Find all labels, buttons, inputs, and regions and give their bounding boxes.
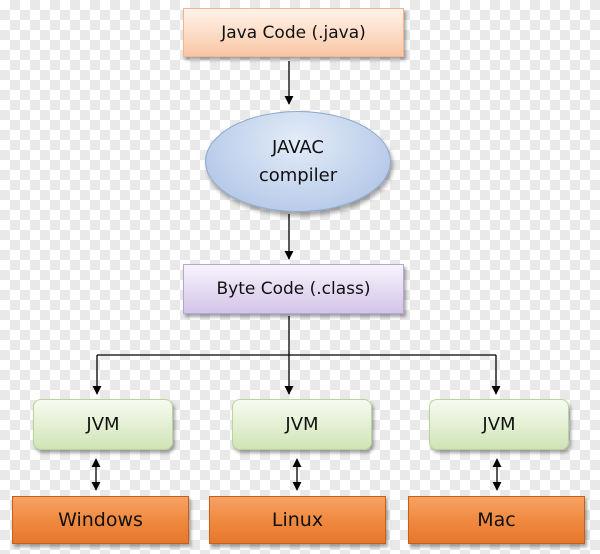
jvm-box-3: JVM — [429, 399, 569, 450]
platform-box-linux: Linux — [209, 496, 386, 544]
platform-label-windows: Windows — [58, 509, 143, 531]
jvm-label-2: JVM — [285, 414, 319, 435]
javac-compiler-line1: JAVAC — [272, 136, 324, 158]
platform-label-linux: Linux — [271, 509, 324, 531]
bytecode-label: Byte Code (.class) — [216, 279, 371, 299]
platform-box-windows: Windows — [12, 496, 189, 544]
javac-compiler-line2: compiler — [258, 164, 338, 186]
bytecode-box: Byte Code (.class) — [183, 264, 404, 314]
java-source-box: Java Code (.java) — [183, 8, 404, 57]
jvm-box-1: JVM — [33, 399, 173, 450]
jvm-label-3: JVM — [482, 414, 516, 435]
jvm-box-2: JVM — [232, 399, 372, 450]
platform-label-mac: Mac — [477, 509, 516, 531]
jvm-label-1: JVM — [86, 414, 120, 435]
java-source-label: Java Code (.java) — [221, 22, 366, 43]
platform-box-mac: Mac — [408, 496, 585, 544]
javac-compiler-ellipse: JAVAC compiler — [205, 111, 391, 212]
